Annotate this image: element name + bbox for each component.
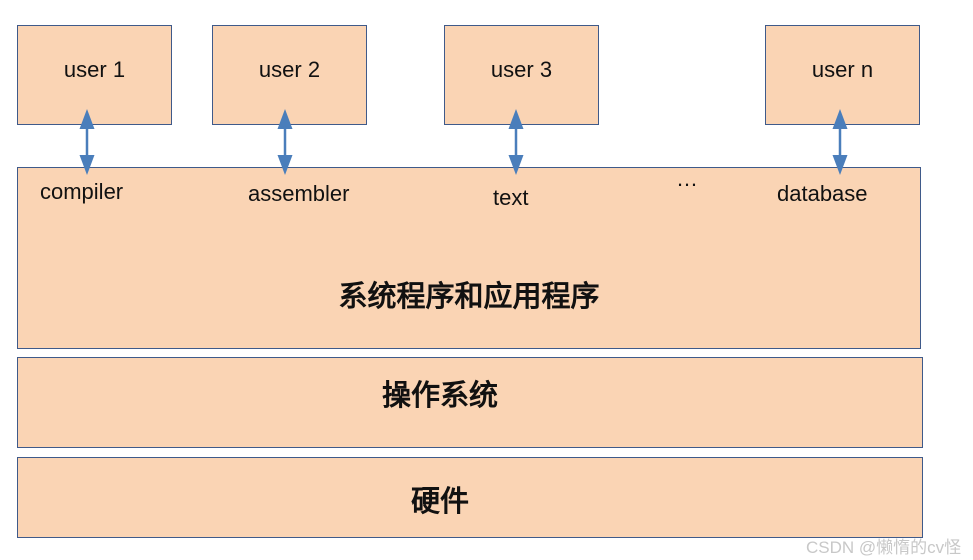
user-label: user 2 [258,57,321,82]
applications-label: 系统程序和应用程序 [338,279,600,313]
program-compiler: compiler [40,179,124,204]
user-label: user n [811,57,874,82]
watermark: CSDN @懒惰的cv怪 [806,538,962,557]
hardware-label: 硬件 [410,484,469,518]
user-label: user 1 [63,57,126,82]
program-database: database [777,181,868,206]
program-ellipsis: … [676,166,698,191]
applications-layer: 系统程序和应用程序 [17,167,921,349]
user-box-1: user 1 [17,25,172,125]
program-assembler: assembler [248,181,350,206]
os-layer: 操作系统 [17,357,923,448]
program-text: text [493,185,529,210]
hardware-layer: 硬件 [17,457,923,538]
user-box-n: user n [765,25,920,125]
user-label: user 3 [490,57,553,82]
os-label: 操作系统 [381,378,498,412]
user-box-3: user 3 [444,25,599,125]
